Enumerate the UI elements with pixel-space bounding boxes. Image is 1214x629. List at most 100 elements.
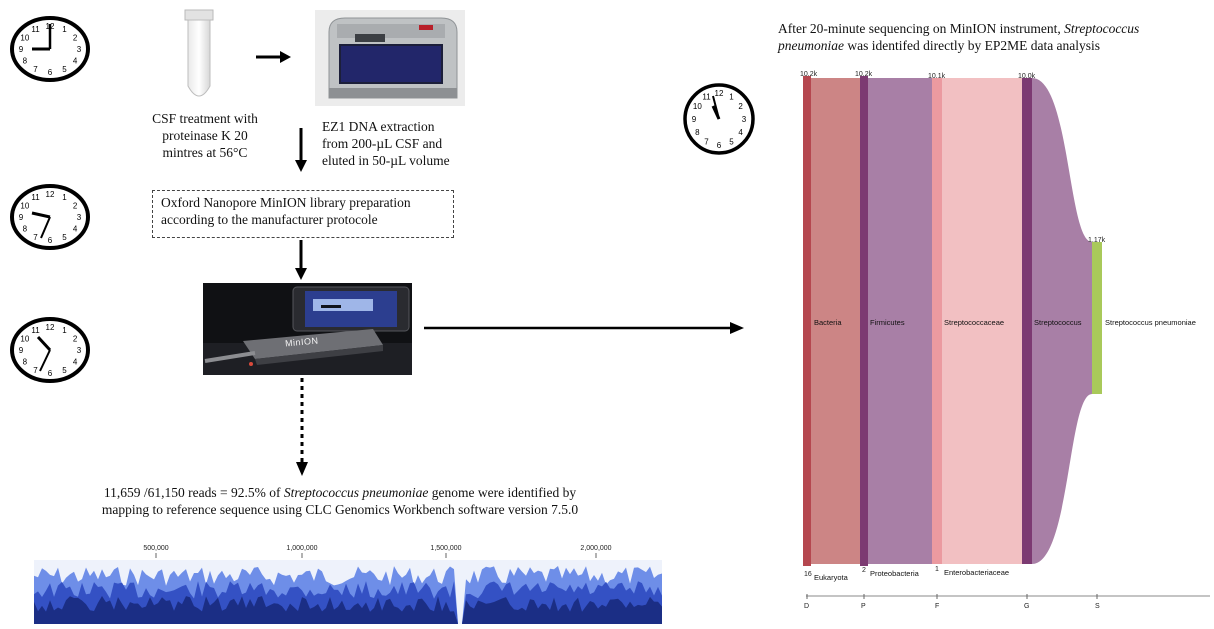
label-enterobacteriaceae: Enterobacteriaceae xyxy=(944,568,1009,577)
clock-digit: 3 xyxy=(77,346,82,355)
label-firmicutes: Firmicutes xyxy=(870,318,905,327)
library-preparation-box: Oxford Nanopore MinION library preparati… xyxy=(152,190,454,238)
clock-digit: 4 xyxy=(738,128,743,137)
clock-digit: 2 xyxy=(738,102,743,111)
library-line-2: according to the manufacturer protocole xyxy=(161,212,378,227)
clock-digit: 10 xyxy=(693,102,702,111)
clock-digit: 3 xyxy=(77,213,82,222)
mapping-line-1: 11,659 /61,150 reads = 92.5% of Streptoc… xyxy=(60,484,620,501)
node-streptococcus xyxy=(1022,78,1032,564)
clock-digit: 3 xyxy=(742,115,747,124)
species-name-2a: Streptococcus xyxy=(1064,21,1140,36)
label-bacteria: Bacteria xyxy=(814,318,842,327)
flow-firmicutes-streptococcaceae xyxy=(868,78,932,564)
identification-text: After 20-minute sequencing on MinION ins… xyxy=(778,20,1208,54)
clock-digit: 8 xyxy=(23,57,28,66)
identification-line-2: pneumoniae was identifed directly by EP2… xyxy=(778,37,1208,54)
clock-digit: 6 xyxy=(48,369,53,378)
clock-digit: 5 xyxy=(62,366,67,375)
clock-digit: 1 xyxy=(62,25,67,34)
test-tube-icon xyxy=(184,9,214,97)
rank-ticks xyxy=(806,594,1098,599)
count-proteobacteria: 2 xyxy=(862,567,866,574)
rank-family: F xyxy=(935,603,939,610)
clock-digit: 11 xyxy=(31,193,40,202)
clock-digit: 7 xyxy=(33,65,38,74)
rank-phylum: P xyxy=(861,603,866,610)
identification-line-2-b: was identifed directly by EP2ME data ana… xyxy=(843,38,1101,53)
label-streptococcus: Streptococcus xyxy=(1034,318,1082,327)
flow-streptococcaceae-streptococcus xyxy=(942,78,1022,564)
mapping-line-1-a: 11,659 /61,150 reads = 92.5% of xyxy=(103,485,284,500)
coverage-tick-label: 1,000,000 xyxy=(286,545,317,552)
species-name-1: Streptococcus pneumoniae xyxy=(283,485,429,500)
clock-digit: 5 xyxy=(729,138,734,147)
clock-digit: 8 xyxy=(23,225,28,234)
clock-digit: 11 xyxy=(702,92,711,101)
clock-digit: 10 xyxy=(20,34,29,43)
node-firmicutes xyxy=(860,76,868,566)
clock-digit: 5 xyxy=(62,233,67,242)
coverage-tick-label: 1,500,000 xyxy=(430,545,461,552)
count-eukaryota: 16 xyxy=(804,571,812,578)
clock-digit: 7 xyxy=(33,366,38,375)
node-streptococcus-pneumoniae xyxy=(1092,242,1102,394)
clock-digit: 7 xyxy=(33,233,38,242)
count-streptococcaceae: 10.1k xyxy=(928,73,946,80)
clock-digit: 6 xyxy=(48,68,53,77)
ez1-line-2: from 200-µL CSF and xyxy=(322,136,443,151)
csf-tube-image xyxy=(178,8,228,113)
flow-bacteria-firmicutes xyxy=(810,78,860,564)
clock-digit: 1 xyxy=(62,326,67,335)
clock-digit: 3 xyxy=(77,45,82,54)
mapping-line-2: mapping to reference sequence using CLC … xyxy=(101,502,579,517)
extraction-instrument-icon xyxy=(315,10,465,106)
count-species: 1.17k xyxy=(1088,237,1106,244)
arrow-right-1 xyxy=(256,50,292,69)
clock-digit: 9 xyxy=(19,346,24,355)
arrow-down-2 xyxy=(294,240,308,287)
clock-digit: 6 xyxy=(48,236,53,245)
library-line-1: Oxford Nanopore MinION library preparati… xyxy=(161,195,411,210)
clock-digit: 11 xyxy=(31,326,40,335)
clock-digit: 12 xyxy=(715,89,724,98)
count-enterobacteriaceae: 1 xyxy=(935,566,939,573)
label-streptococcus-pneumoniae: Streptococcus pneumoniae xyxy=(1105,318,1196,327)
mapping-result-text: 11,659 /61,150 reads = 92.5% of Streptoc… xyxy=(60,484,620,518)
clock-digit: 8 xyxy=(695,128,700,137)
arrow-down-dotted xyxy=(295,378,309,485)
clock-digit: 2 xyxy=(73,335,78,344)
count-bacteria: 10.2k xyxy=(800,71,818,78)
clock-digit: 9 xyxy=(692,115,697,124)
clock-digit: 10 xyxy=(20,335,29,344)
label-streptococcaceae: Streptococcaceae xyxy=(944,318,1004,327)
clock-digit: 8 xyxy=(23,358,28,367)
clock-digit: 11 xyxy=(31,25,40,34)
clock-digit: 9 xyxy=(19,45,24,54)
clock-digit: 9 xyxy=(19,213,24,222)
clock-digit: 4 xyxy=(73,57,78,66)
ez1-extraction-text: EZ1 DNA extraction from 200-µL CSF and e… xyxy=(322,118,482,169)
ez1-instrument-image xyxy=(315,10,465,111)
clock-digit: 4 xyxy=(73,225,78,234)
node-streptococcaceae xyxy=(932,78,942,564)
label-proteobacteria: Proteobacteria xyxy=(870,569,920,578)
identification-line-1-a: After 20-minute sequencing on MinION ins… xyxy=(778,21,1065,36)
clock-digit: 4 xyxy=(73,358,78,367)
coverage-tick-label: 2,000,000 xyxy=(580,545,611,552)
minion-device-image: MinION xyxy=(203,283,412,375)
clock-digit: 2 xyxy=(73,34,78,43)
clock-digit: 7 xyxy=(704,138,709,147)
rank-species: S xyxy=(1095,603,1100,610)
clock-digit: 10 xyxy=(20,202,29,211)
clock-digit: 12 xyxy=(46,190,55,199)
csf-line-3: mintres at 56°C xyxy=(162,145,248,160)
